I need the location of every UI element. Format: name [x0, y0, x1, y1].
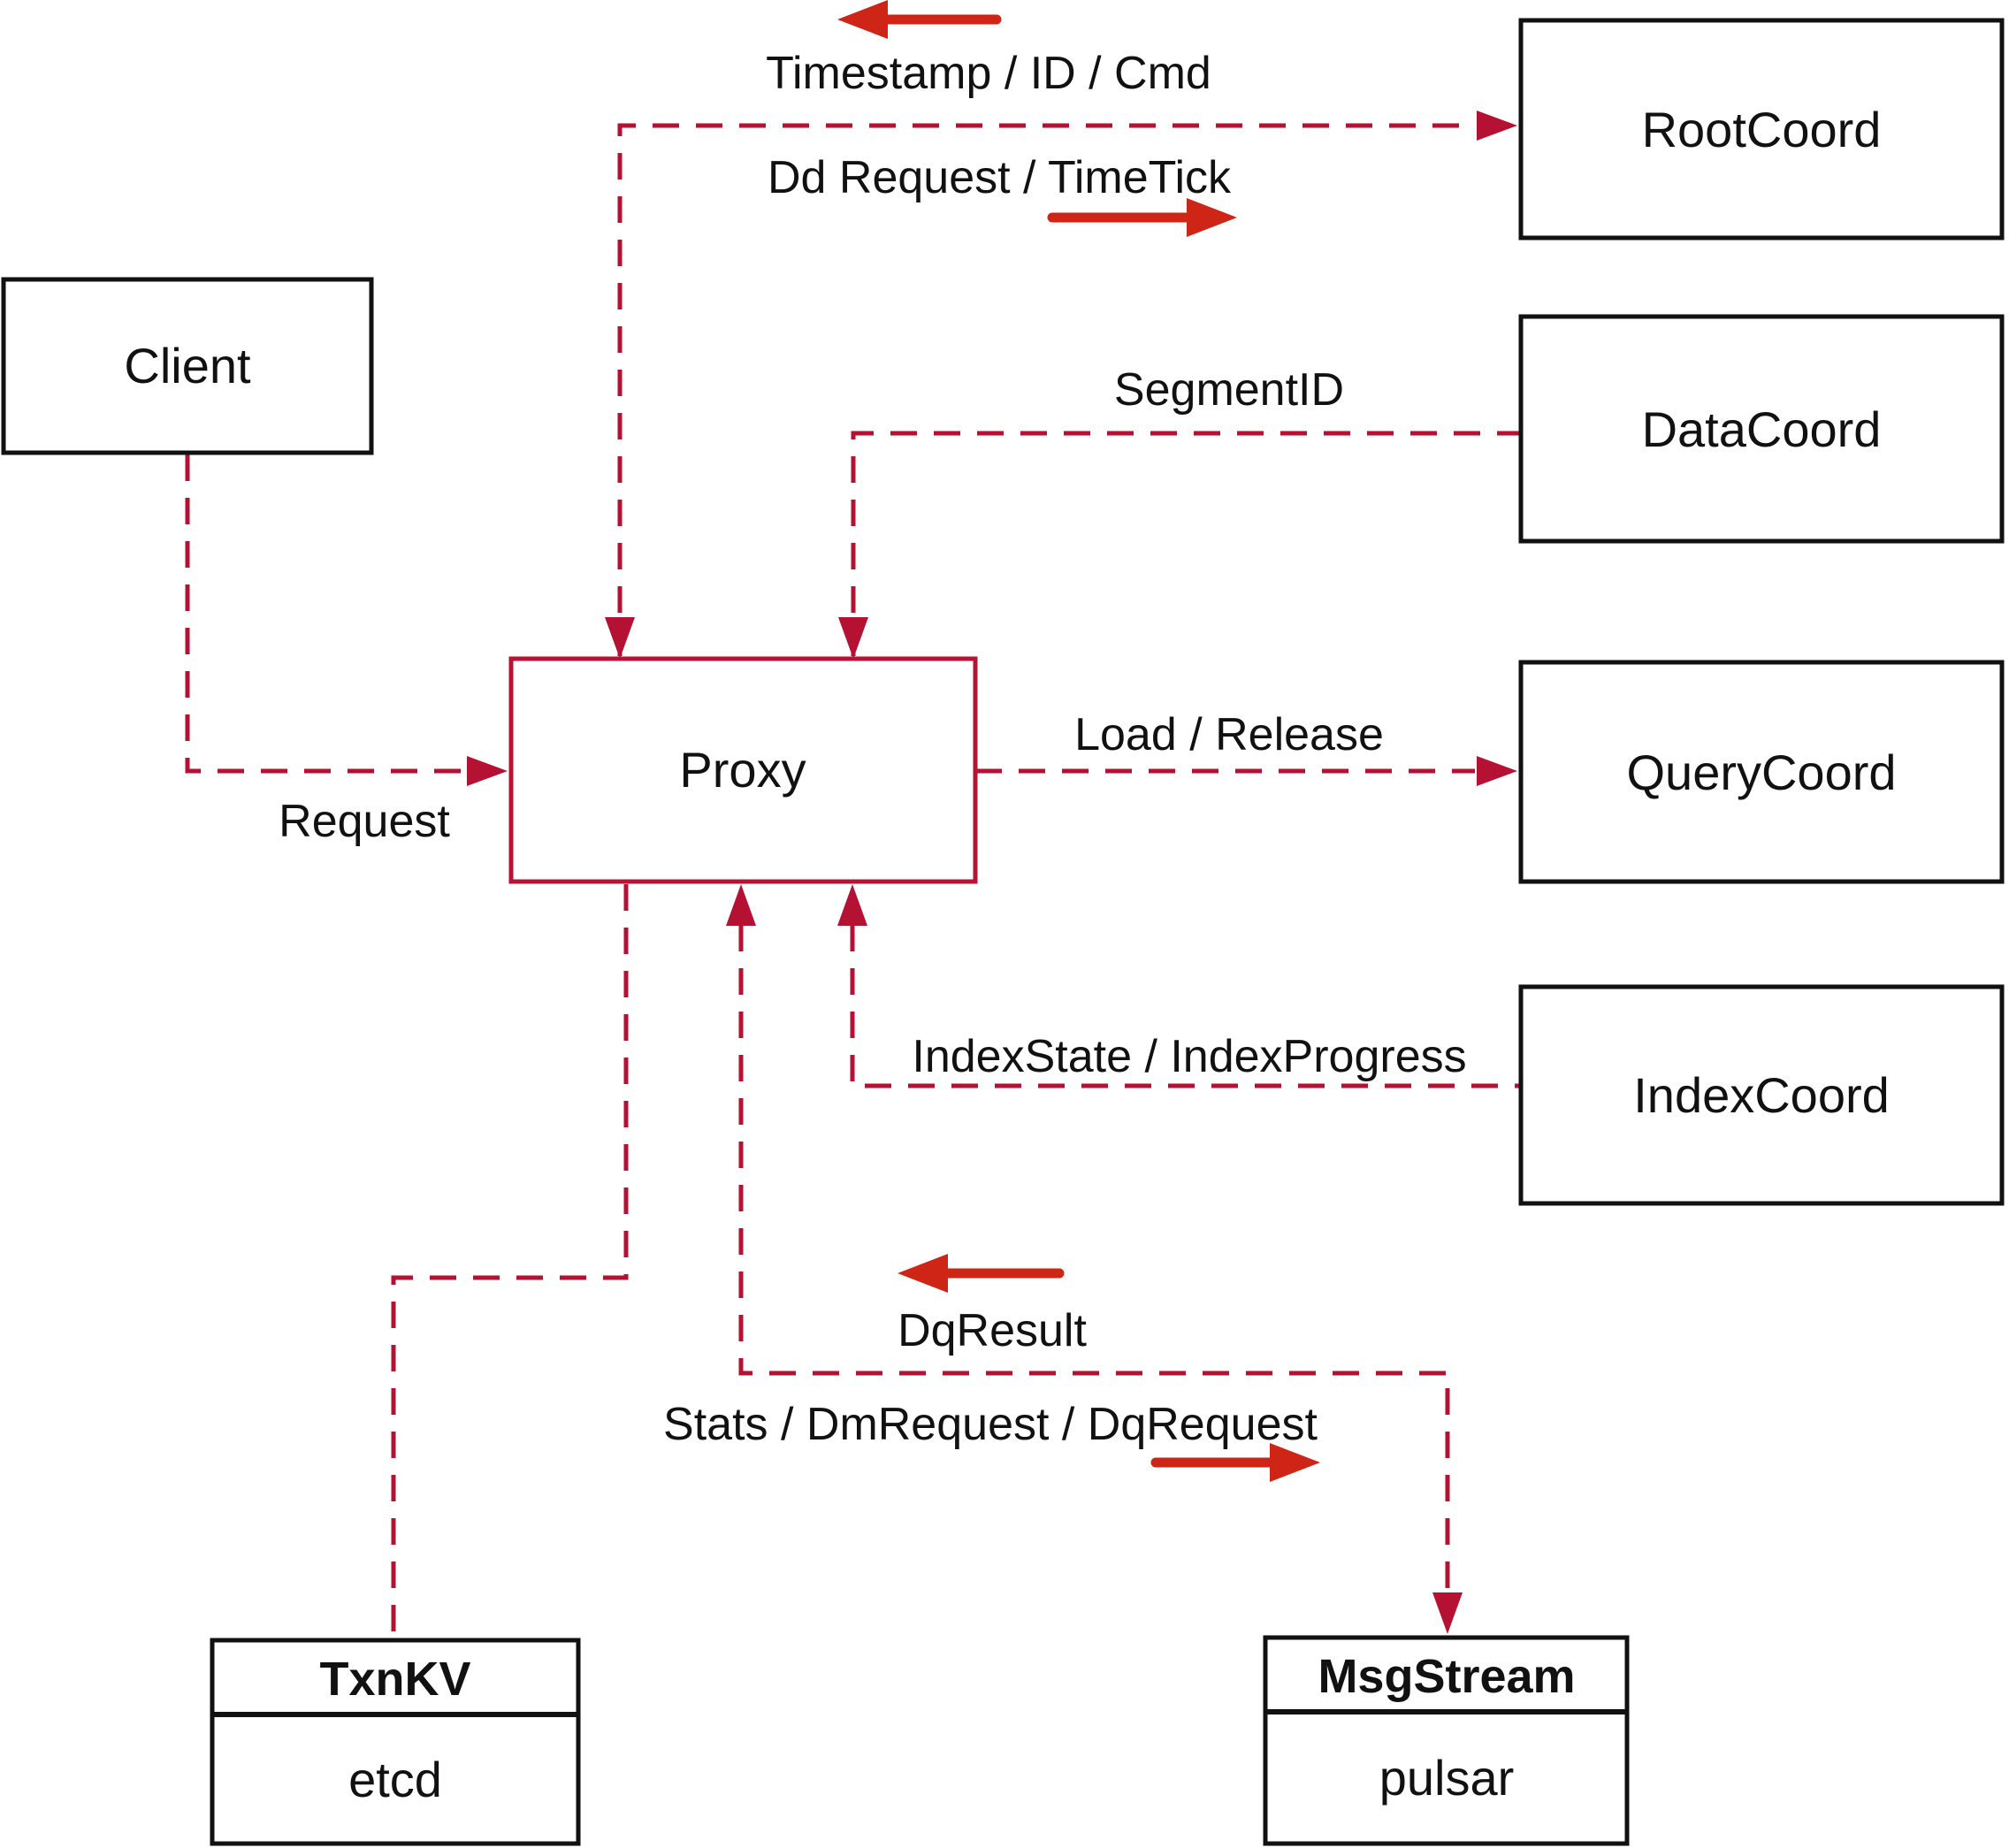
arrowhead-down-msgstream-icon	[1432, 1592, 1463, 1634]
arrowhead-right-querycoord-icon	[1477, 756, 1517, 786]
querycoord-label: QueryCoord	[1626, 745, 1896, 800]
arrowhead-up-proxy-bottom-left-icon	[726, 884, 756, 926]
arrowhead-down-proxy-top-right-icon	[838, 617, 868, 659]
txnkv-node: TxnKV etcd	[210, 1638, 581, 1846]
msgstream-subtitle: pulsar	[1379, 1750, 1515, 1806]
msgstream-node: MsgStream pulsar	[1263, 1635, 1630, 1846]
arrow-right-ddrequest-icon	[1047, 198, 1237, 237]
rootcoord-box	[1518, 18, 2005, 241]
rootcoord-label: RootCoord	[1642, 102, 1882, 157]
client-node: Client	[1, 277, 374, 455]
datacoord-node: DataCoord	[1518, 314, 2005, 544]
indexcoord-box	[1518, 984, 2005, 1206]
edge-label-segment-id: SegmentID	[1114, 364, 1344, 416]
edge-label-timestamp-id-cmd: Timestamp / ID / Cmd	[766, 48, 1211, 99]
client-box	[1, 277, 374, 455]
edge-proxy-indexcoord	[850, 925, 1521, 1088]
arrow-left-dqresult-icon	[898, 1254, 1065, 1293]
arrowhead-right-proxy-left-icon	[467, 756, 508, 786]
proxy-box	[508, 656, 978, 884]
arrowhead-down-proxy-top-left-icon	[605, 617, 635, 659]
direction-arrows	[837, 0, 1320, 1482]
querycoord-node: QueryCoord	[1518, 660, 2005, 884]
msgstream-title: MsgStream	[1318, 1650, 1575, 1703]
arrow-left-timestamp-icon	[837, 0, 1002, 39]
txnkv-box	[210, 1638, 581, 1846]
edge-label-load-release: Load / Release	[1074, 709, 1384, 760]
rootcoord-node: RootCoord	[1518, 18, 2005, 241]
datacoord-box	[1518, 314, 2005, 544]
edge-label-dq-result: DqResult	[898, 1305, 1087, 1356]
datacoord-label: DataCoord	[1642, 401, 1882, 457]
edge-proxy-msgstream	[738, 925, 1450, 1592]
edge-label-request: Request	[279, 796, 450, 847]
txnkv-subtitle: etcd	[348, 1752, 442, 1807]
edge-label-stats-dm-dq: Stats / DmRequest / DqRequest	[663, 1399, 1318, 1450]
edge-proxy-datacoord	[851, 431, 1523, 656]
edge-labels: Timestamp / ID / Cmd Dd Request / TimeTi…	[279, 48, 1466, 1450]
proxy-node: Proxy	[508, 656, 978, 884]
querycoord-box	[1518, 660, 2005, 884]
indexcoord-label: IndexCoord	[1633, 1067, 1890, 1123]
edge-label-index-state: IndexState / IndexProgress	[912, 1031, 1466, 1082]
arrowhead-up-proxy-bottom-right-icon	[837, 884, 867, 926]
msgstream-box	[1263, 1635, 1630, 1846]
arrowhead-right-rootcoord-icon	[1477, 111, 1517, 141]
dashed-edges	[185, 123, 1523, 1638]
txnkv-title: TxnKV	[319, 1653, 470, 1706]
edge-proxy-txnkv	[391, 884, 629, 1638]
edge-proxy-rootcoord	[617, 123, 1475, 656]
arrow-right-stats-icon	[1150, 1443, 1320, 1482]
dashed-edge-arrowheads	[467, 111, 1517, 1634]
client-label: Client	[124, 338, 251, 393]
proxy-label: Proxy	[679, 742, 806, 798]
indexcoord-node: IndexCoord	[1518, 984, 2005, 1206]
edge-client-proxy	[185, 454, 467, 774]
edge-label-dd-request-timetick: Dd Request / TimeTick	[768, 152, 1232, 203]
